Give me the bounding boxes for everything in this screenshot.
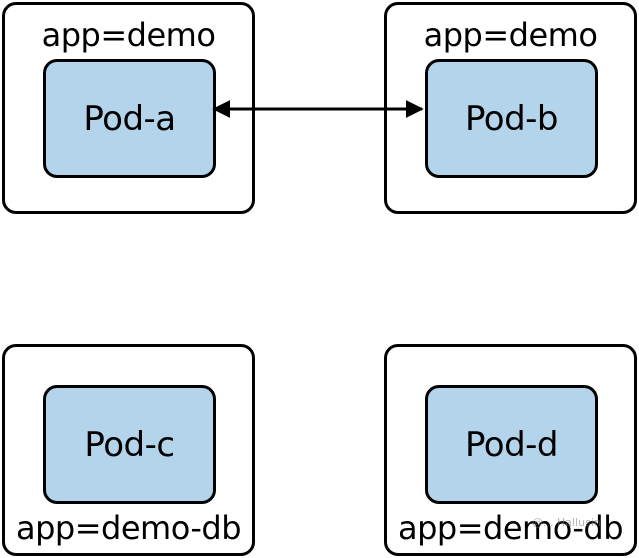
pod-label: Pod-b [464, 98, 559, 139]
group-app-demo-2: app=demo Pod-b [384, 2, 637, 214]
pod-c[interactable]: Pod-c [43, 385, 216, 504]
pod-a[interactable]: Pod-a [43, 59, 216, 178]
group-label: app=demo-db [397, 509, 624, 547]
watermark-text: @... Hallusin [532, 516, 601, 529]
pod-label: Pod-d [464, 424, 559, 465]
group-app-demo-db-2: Pod-d app=demo-db [384, 344, 637, 556]
pod-label: Pod-a [83, 98, 176, 139]
pod-label: Pod-c [84, 424, 175, 465]
group-label: app=demo [423, 16, 598, 54]
pod-d[interactable]: Pod-d [425, 385, 598, 504]
pod-b[interactable]: Pod-b [425, 59, 598, 178]
group-app-demo-1: app=demo Pod-a [2, 2, 255, 214]
group-label: app=demo [41, 16, 216, 54]
group-app-demo-db-1: Pod-c app=demo-db [2, 344, 255, 556]
group-label: app=demo-db [15, 509, 242, 547]
